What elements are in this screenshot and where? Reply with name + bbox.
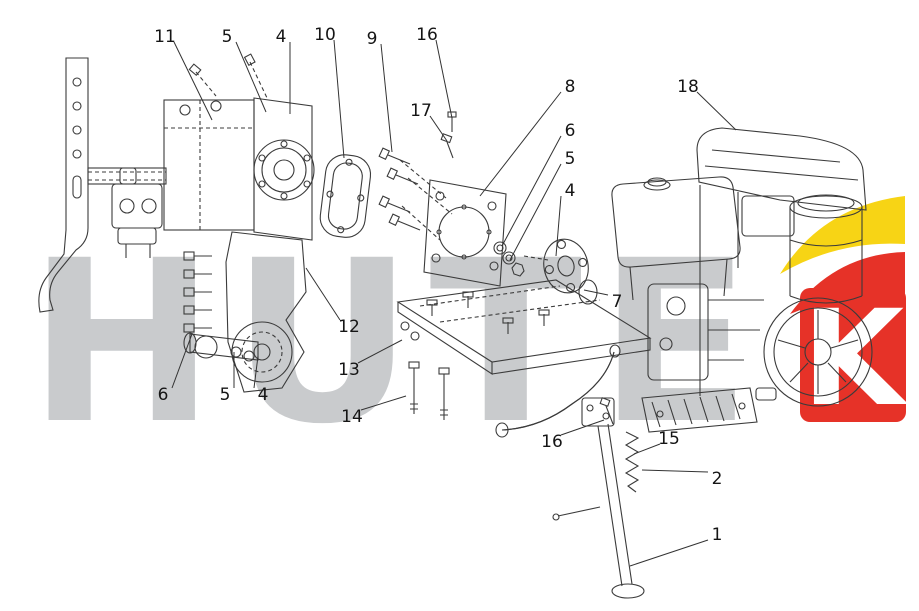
part-callout-4: 4: [276, 27, 287, 47]
washer-nut-drawing: [493, 241, 549, 277]
part-callout-14: 14: [341, 407, 363, 427]
part-callout-1: 1: [712, 525, 723, 545]
callout-leader-5: [235, 41, 267, 113]
callout-leader-16: [560, 419, 605, 436]
callout-layer: 11 5 4 10 9 16 17 8 6 5 4 18 7 12 13 14 6 5 4 16 15 2 1: [154, 25, 737, 567]
callout-leader-4: [253, 355, 259, 389]
callout-leader-2: [641, 469, 709, 473]
part-callout-5: 5: [565, 149, 576, 169]
gasket-drawing: [319, 154, 372, 238]
watermark-gray-text: HUTE: [28, 212, 767, 473]
callout-leader-16: [435, 39, 453, 119]
callout-leader-6: [501, 135, 562, 247]
engine-drawing: [611, 127, 873, 433]
part-callout-12: 12: [338, 317, 360, 337]
bolt-column-drawing: [183, 251, 255, 362]
watermark: HUTE K: [28, 196, 909, 473]
valve-assembly-drawing: [111, 167, 163, 258]
logo-yellow-swoosh: [780, 196, 905, 274]
stand-assembly-drawing: [552, 397, 645, 599]
part-callout-16: 16: [541, 432, 563, 452]
callout-leader-12: [305, 267, 341, 321]
callout-leader-11: [173, 41, 213, 121]
handle-bracket-drawing: [38, 57, 167, 313]
callout-leader-9: [380, 43, 393, 153]
part-callout-9: 9: [367, 29, 378, 49]
part-callout-5: 5: [220, 385, 231, 405]
base-skid-drawing: [396, 279, 652, 376]
callout-leader-7: [583, 289, 609, 296]
part-callout-13: 13: [338, 360, 360, 380]
adapter-plate-drawing: [423, 179, 507, 287]
curved-tube-drawing: [495, 344, 621, 438]
part-callout-5: 5: [222, 27, 233, 47]
long-bolts-drawing: [408, 361, 450, 420]
callout-leader-13: [357, 339, 403, 364]
part-callout-4: 4: [565, 181, 576, 201]
part-callout-2: 2: [712, 469, 723, 489]
logo-red-tile: [800, 288, 906, 422]
watermark-k-text: K: [802, 282, 909, 436]
callout-leader-1: [629, 539, 709, 567]
gearbox-drawing: [163, 53, 315, 241]
callout-leader-6: [171, 333, 193, 389]
part-callout-4: 4: [258, 385, 269, 405]
callout-leader-4: [555, 195, 562, 257]
part-callout-15: 15: [658, 429, 680, 449]
part-callout-6: 6: [158, 385, 169, 405]
callout-leader-8: [479, 91, 562, 197]
part-callout-6: 6: [565, 121, 576, 141]
part-callout-16: 16: [416, 25, 438, 45]
callout-leader-10: [333, 39, 345, 159]
callout-leader-5: [509, 163, 562, 261]
bolt-set-drawing: [378, 147, 453, 241]
part-callout-18: 18: [677, 77, 699, 97]
part-callout-17: 17: [410, 101, 432, 121]
part-callout-8: 8: [565, 77, 576, 97]
part-callout-7: 7: [612, 292, 623, 312]
callout-leader-15: [633, 443, 661, 455]
callout-leader-14: [360, 395, 407, 411]
callout-leader-17: [429, 115, 448, 142]
part-callout-10: 10: [314, 25, 336, 45]
callout-leader-18: [696, 91, 737, 131]
part-callout-11: 11: [154, 27, 176, 47]
flange-drawing: [543, 238, 598, 305]
